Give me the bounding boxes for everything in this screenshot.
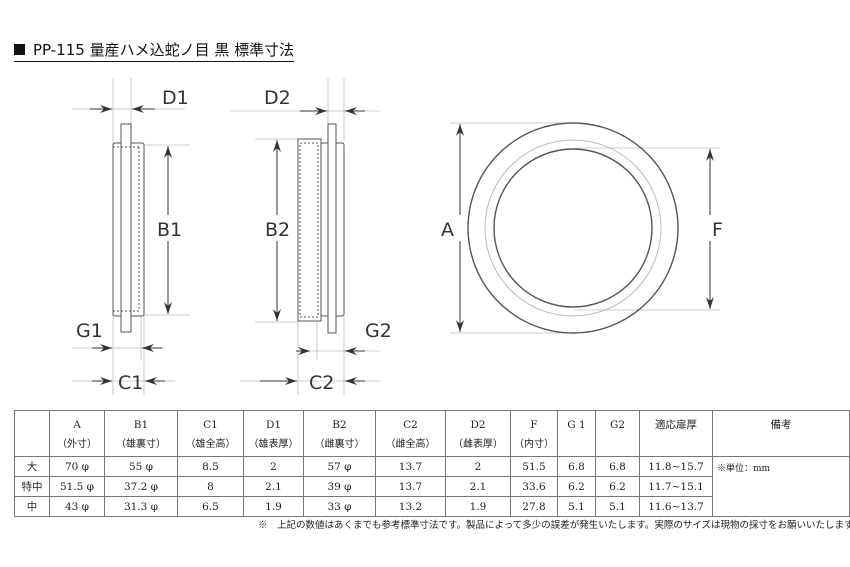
- female-part: [297, 123, 345, 334]
- cell: 51.5 φ: [49, 476, 105, 497]
- label-f: F: [712, 219, 723, 241]
- footnote: ※ 上記の数値はあくまでも参考標準寸法です。製品によって多少の誤差が発生いたしま…: [258, 520, 850, 531]
- table-row: 特中 51.5 φ 37.2 φ 8 2.1 39 φ 13.7 2.1 33.…: [14, 476, 850, 497]
- cell: 2: [243, 456, 304, 477]
- cell: 13.7: [375, 476, 446, 497]
- cell: 55 φ: [104, 456, 178, 477]
- cell: 43 φ: [49, 496, 105, 517]
- cell: 2.1: [445, 476, 511, 497]
- cell: 11.6~13.7: [639, 496, 713, 517]
- label-b2: B2: [265, 219, 290, 241]
- cell: 5.1: [557, 496, 596, 517]
- header-cell: C1（雄全高）: [177, 410, 244, 457]
- title-text: PP-115 量産ハメ込蛇ノ目 黒 標準寸法: [33, 41, 295, 59]
- table-header-row: A（外寸） B1（雄裏寸） C1（雄全高） D1（雄表厚） B2（雌裏寸） C2…: [14, 410, 850, 457]
- cell: 6.5: [177, 496, 244, 517]
- cell: 11.8~15.7: [639, 456, 713, 477]
- cell: 27.8: [510, 496, 558, 517]
- cell: 33 φ: [303, 496, 376, 517]
- header-cell: C2（雌全高）: [375, 410, 446, 457]
- label-c2: C2: [309, 372, 334, 394]
- header-cell: 適応扉厚: [639, 410, 713, 457]
- cell: 6.2: [557, 476, 596, 497]
- size-cell: 中: [14, 496, 50, 517]
- label-backgrounds: [155, 215, 722, 241]
- cell: 1.9: [243, 496, 304, 517]
- cell: 33.6: [510, 476, 558, 497]
- header-cell: G2: [595, 410, 640, 457]
- cell: 8.5: [177, 456, 244, 477]
- header-cell: B2（雌裏寸）: [303, 410, 376, 457]
- cell: 13.2: [375, 496, 446, 517]
- cell: 39 φ: [303, 476, 376, 497]
- cell: 1.9: [445, 496, 511, 517]
- label-c1: C1: [118, 372, 143, 394]
- label-d1: D1: [162, 87, 189, 109]
- label-g1: G1: [76, 320, 103, 342]
- cell: 57 φ: [303, 456, 376, 477]
- header-cell: B1（雄裏寸）: [104, 410, 178, 457]
- label-a: A: [441, 219, 454, 241]
- cell: 6.8: [557, 456, 596, 477]
- header-cell: F（内寸）: [510, 410, 558, 457]
- label-g2: G2: [365, 320, 392, 342]
- remark-cell: ※単位：mm: [712, 456, 850, 517]
- cell: 37.2 φ: [104, 476, 178, 497]
- dimension-table: A（外寸） B1（雄裏寸） C1（雄全高） D1（雄表厚） B2（雌裏寸） C2…: [14, 410, 850, 517]
- cell: 2: [445, 456, 511, 477]
- dimension-drawing: D1 D2 B1 B2 G1 G2 C1 C2 A F: [72, 78, 723, 395]
- table-row: 大 70 φ 55 φ 8.5 2 57 φ 13.7 2 51.5 6.8 6…: [14, 456, 850, 517]
- label-b1: B1: [157, 219, 182, 241]
- cell: 6.2: [595, 476, 640, 497]
- cell: 51.5: [510, 456, 558, 477]
- size-cell: 特中: [14, 476, 50, 497]
- cell: 8: [177, 476, 244, 497]
- cell: 70 φ: [49, 456, 105, 477]
- dimension-arrows: [90, 105, 714, 385]
- ring-front-view: [467, 122, 679, 334]
- size-cell: 大: [14, 456, 50, 477]
- cell: 6.8: [595, 456, 640, 477]
- cell: 11.7~15.1: [639, 476, 713, 497]
- header-cell: [14, 410, 50, 457]
- male-part: [112, 123, 145, 333]
- header-cell: D1（雄表厚）: [243, 410, 304, 457]
- header-cell: D2（雌表厚）: [445, 410, 511, 457]
- cell: 31.3 φ: [104, 496, 178, 517]
- page-title: PP-115 量産ハメ込蛇ノ目 黒 標準寸法: [14, 39, 295, 62]
- square-bullet-icon: [14, 44, 25, 55]
- header-cell: G 1: [557, 410, 596, 457]
- header-cell: 備考: [712, 410, 850, 457]
- cell: 2.1: [243, 476, 304, 497]
- label-d2: D2: [264, 87, 291, 109]
- cell: 13.7: [375, 456, 446, 477]
- cell: 5.1: [595, 496, 640, 517]
- header-cell: A（外寸）: [49, 410, 105, 457]
- table-row: 中 43 φ 31.3 φ 6.5 1.9 33 φ 13.2 1.9 27.8…: [14, 496, 850, 517]
